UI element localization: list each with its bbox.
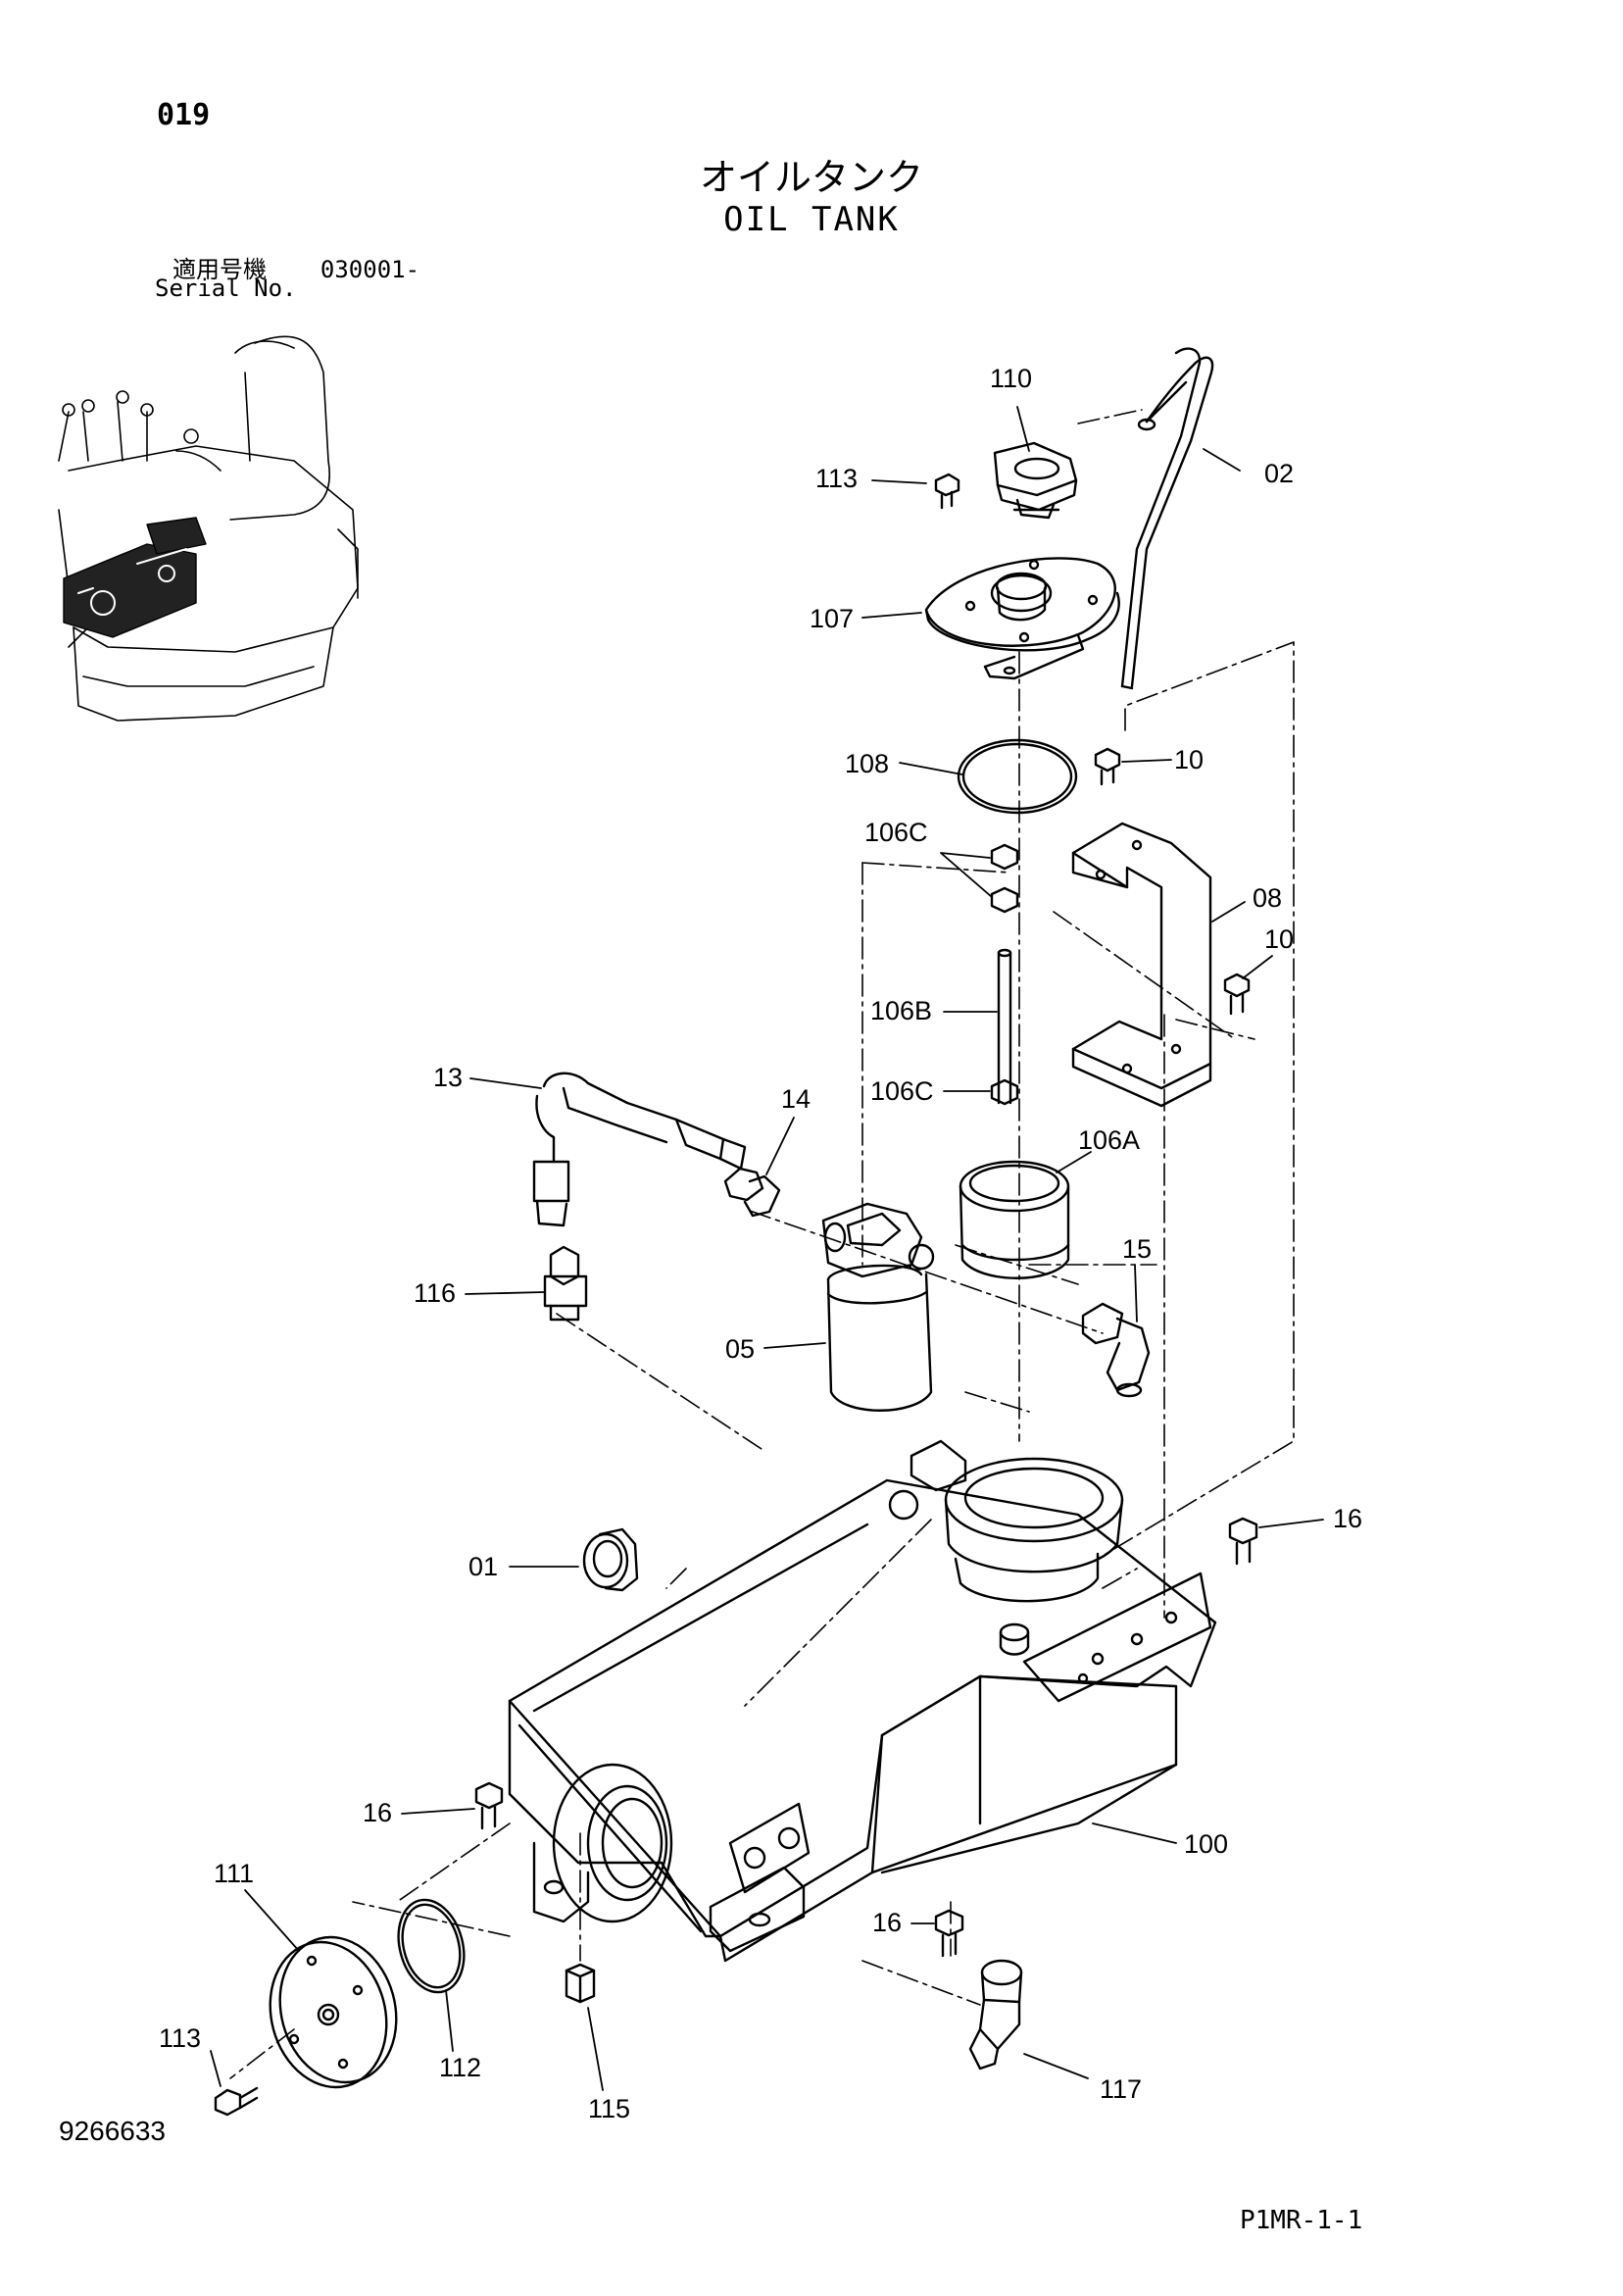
page-code: P1MR-1-1: [1240, 2206, 1363, 2235]
label-10-top: 10: [1174, 745, 1204, 774]
part-13-hose: [532, 1072, 747, 1227]
part-111-cover: [269, 1935, 398, 2089]
part-10-bolt-top: [1094, 747, 1121, 786]
part-14-adapter: [723, 1167, 781, 1218]
part-106a-element: [959, 1160, 1070, 1279]
document-id: 9266633: [59, 2116, 167, 2146]
label-111: 111: [214, 1859, 254, 1888]
serial-label-japanese: 適用号機 030001-: [172, 250, 419, 284]
label-13: 13: [433, 1063, 463, 1092]
part-116-fitting: [543, 1245, 588, 1322]
label-106c-top: 106C: [864, 818, 928, 847]
label-10-mid: 10: [1264, 924, 1294, 954]
part-16-bolt-right: [1228, 1517, 1258, 1566]
label-14: 14: [781, 1084, 811, 1114]
label-02: 02: [1264, 459, 1294, 488]
title-japanese: オイルタンク: [699, 156, 923, 199]
label-100: 100: [1184, 1829, 1228, 1859]
part-100-oil-tank: [508, 1439, 1217, 1963]
part-106b-rod: [997, 948, 1012, 1105]
part-117-elbow-fitting: [968, 1959, 1023, 2071]
label-107: 107: [810, 604, 854, 633]
part-08-bracket: [1071, 822, 1212, 1108]
label-113-bottom: 113: [159, 2023, 201, 2053]
label-108: 108: [845, 749, 889, 778]
part-10-bolt-mid: [1223, 973, 1251, 1016]
part-number-labels: 110 113 02 107 108 10 106C 08 10 106B 13…: [159, 364, 1362, 2123]
label-106a: 106A: [1078, 1125, 1140, 1155]
highlighted-oil-tank-thumbnail: [63, 517, 207, 638]
label-113-top: 113: [815, 464, 858, 493]
label-112: 112: [439, 2053, 481, 2082]
label-05: 05: [725, 1334, 755, 1364]
page-number: 019: [157, 98, 211, 132]
part-115-plug: [565, 1963, 596, 2004]
label-15: 15: [1122, 1234, 1152, 1264]
label-106b: 106B: [870, 996, 932, 1025]
part-110-filler-cap: [993, 441, 1078, 520]
part-112-o-ring: [397, 1898, 466, 1994]
part-01-grommet: [582, 1527, 639, 1592]
label-116: 116: [414, 1278, 456, 1308]
label-01: 01: [468, 1552, 498, 1581]
label-115: 115: [588, 2094, 630, 2123]
serial-label-jp-text: 適用号機: [172, 256, 267, 283]
label-16-bottom: 16: [872, 1908, 902, 1937]
part-16-bolt-left: [474, 1781, 504, 1830]
part-108-o-ring: [957, 738, 1078, 815]
part-05-filter: [821, 1202, 935, 1412]
part-106c-nuts-top: [990, 843, 1019, 914]
machine-location-thumbnail: [58, 335, 359, 722]
serial-value: 030001-: [320, 256, 420, 283]
part-16-bolt-bottom: [934, 1909, 964, 1958]
label-117: 117: [1100, 2074, 1142, 2104]
leader-lines: [210, 406, 1324, 2091]
label-08: 08: [1253, 883, 1282, 913]
part-113-bolt-top: [934, 473, 960, 510]
serial-label-english: Serial No.: [155, 275, 297, 302]
part-02-breather-pipe: [1120, 347, 1214, 690]
label-106c-bottom: 106C: [870, 1076, 934, 1106]
part-106c-nut-bottom: [990, 1078, 1019, 1106]
part-113-bolt-bottom: [214, 2086, 259, 2117]
label-16-left: 16: [363, 1798, 392, 1827]
title-english: OIL TANK: [723, 200, 900, 239]
label-16-right: 16: [1333, 1504, 1362, 1533]
label-110: 110: [990, 364, 1032, 393]
part-15-elbow: [1081, 1302, 1151, 1398]
part-107-cover-plate: [924, 557, 1120, 680]
